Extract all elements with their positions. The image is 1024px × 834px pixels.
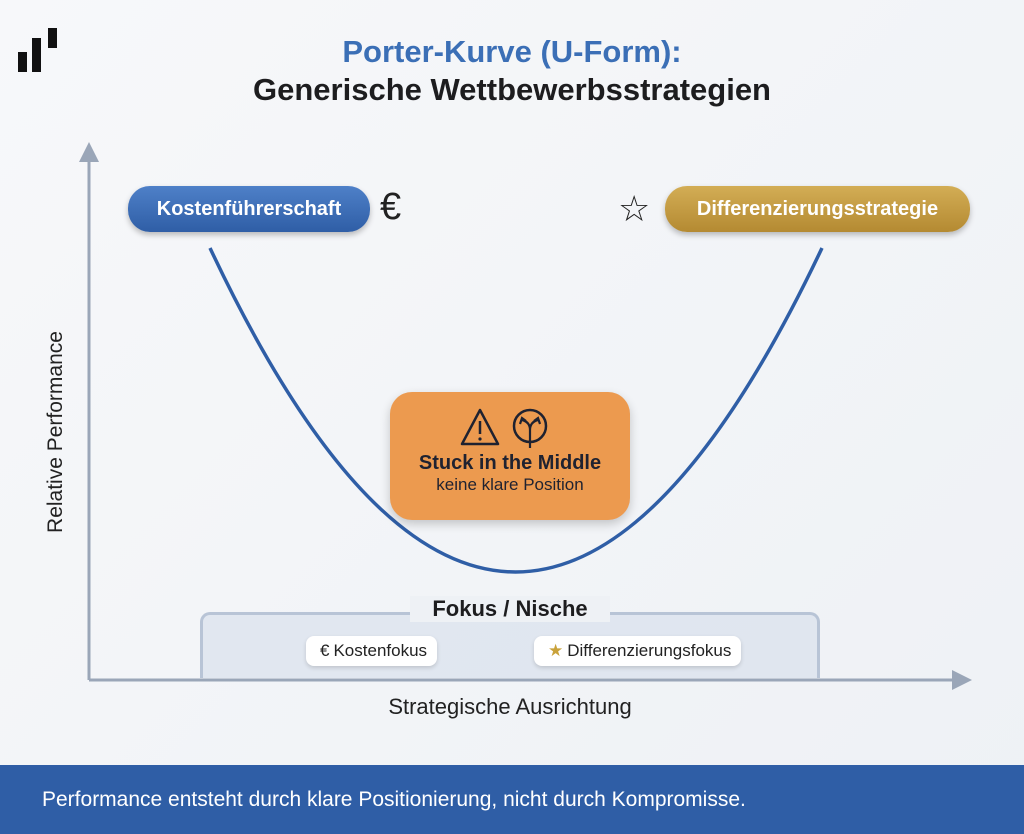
stuck-in-middle-box: Stuck in the Middle keine klare Position [390, 392, 630, 520]
cost-focus-label: Kostenfokus [333, 641, 428, 660]
title-line-2: Generische Wettbewerbsstrategien [253, 72, 771, 107]
cost-focus-tag: €Kostenfokus [306, 636, 438, 666]
warning-icon [460, 408, 500, 446]
differentiation-focus-label: Differenzierungsfokus [567, 641, 732, 660]
stuck-subtitle: keine klare Position [436, 475, 584, 494]
stuck-title: Stuck in the Middle [418, 452, 602, 474]
euro-icon: € [380, 186, 402, 228]
u-curve [208, 247, 824, 574]
x-axis-label: Strategische Ausrichtung [388, 694, 632, 719]
cost-leadership-label: Kostenführerschaft [128, 186, 370, 232]
split-path-icon [512, 408, 548, 448]
star-icon: ★ [548, 641, 564, 660]
differentiation-label: Differenzierungsstrategie [665, 186, 970, 232]
y-axis-arrow [79, 142, 99, 162]
bottom-banner: Performance entsteht durch klare Positio… [0, 765, 1024, 834]
x-axis-arrow [952, 670, 972, 690]
focus-title: Fokus / Nische [410, 596, 610, 622]
logo-icon [18, 28, 57, 72]
euro-icon: € [320, 641, 330, 660]
title-line-1: Porter-Kurve (U-Form): [342, 34, 682, 69]
y-axis-label: Relative Performance [44, 331, 67, 533]
differentiation-focus-tag: ★Differenzierungsfokus [534, 636, 742, 666]
star-icon: ☆ [618, 188, 651, 229]
